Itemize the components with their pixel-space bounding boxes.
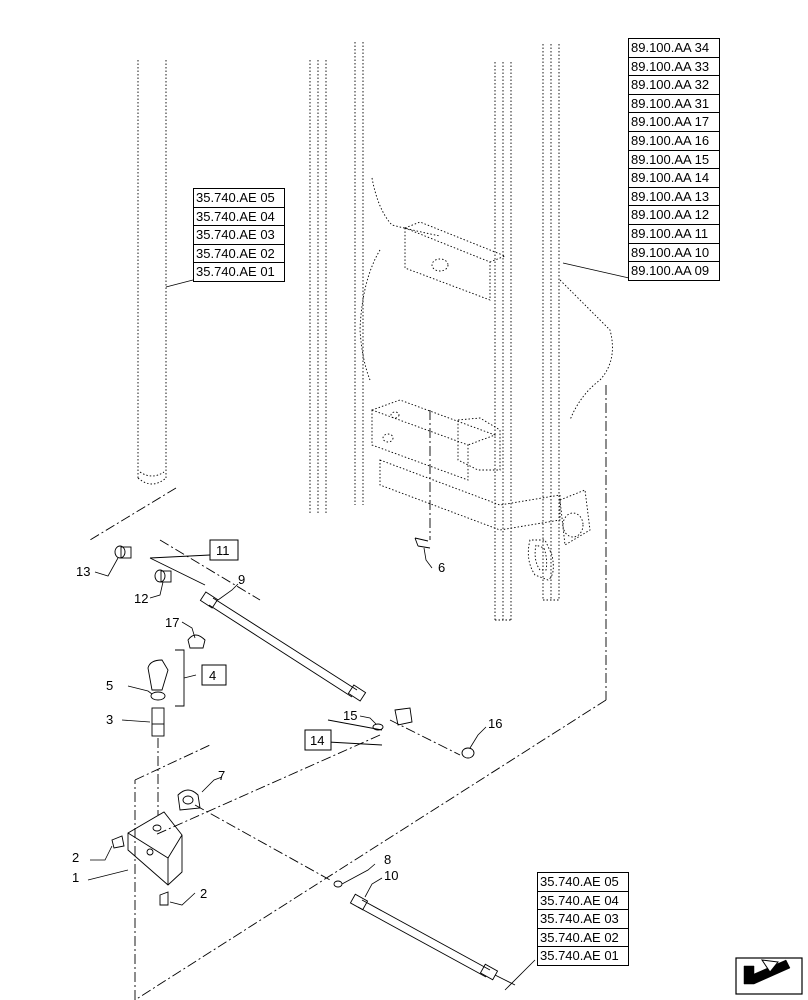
arrow-icon[interactable]	[735, 957, 803, 995]
reference-link[interactable]: 89.100.AA 34	[629, 39, 719, 58]
bracket-4	[175, 649, 185, 707]
reference-link[interactable]: 89.100.AA 17	[629, 113, 719, 132]
bolt-6	[414, 537, 431, 549]
reference-link[interactable]: 89.100.AA 10	[629, 244, 719, 263]
fitting-13	[114, 545, 132, 559]
fitting-17	[187, 634, 206, 649]
phantom-lines	[89, 385, 607, 1000]
washer-8	[333, 880, 343, 888]
callout-9: 9	[238, 572, 245, 587]
callout-2-lower: 2	[200, 886, 207, 901]
callout-11: 11	[216, 543, 230, 558]
reference-link[interactable]: 89.100.AA 09	[631, 263, 710, 279]
reference-link[interactable]: 89.100.AA 33	[629, 58, 719, 77]
reference-link[interactable]: 35.740.AE 05	[538, 873, 628, 892]
cap-16	[461, 747, 475, 759]
callout-14: 14	[310, 733, 324, 748]
reference-link[interactable]: 35.740.AE 01	[196, 264, 275, 280]
reference-link[interactable]: 89.100.AA 12	[629, 206, 719, 225]
callout-4: 4	[209, 668, 216, 683]
reference-link[interactable]: 89.100.AA 11	[629, 225, 719, 244]
valve-block-1	[111, 811, 183, 906]
callout-8: 8	[384, 852, 391, 867]
callout-16: 16	[488, 716, 502, 731]
washer-5	[150, 691, 166, 701]
mast-frame	[309, 42, 613, 621]
reference-link[interactable]: 89.100.AA 16	[629, 132, 719, 151]
callout-17: 17	[165, 615, 179, 630]
reference-link[interactable]: 89.100.AA 31	[629, 95, 719, 114]
fitting-12	[154, 569, 172, 583]
leader-lines	[87, 262, 630, 991]
elbow-4	[147, 659, 169, 691]
reference-link[interactable]: 35.740.AE 01	[540, 948, 619, 964]
reference-link[interactable]: 35.740.AE 04	[538, 892, 628, 911]
reference-link[interactable]: 35.740.AE 02	[194, 245, 284, 264]
reference-link[interactable]: 35.740.AE 03	[194, 226, 284, 245]
reference-link[interactable]: 89.100.AA 32	[629, 76, 719, 95]
callout-3: 3	[106, 712, 113, 727]
clamp-7	[177, 789, 201, 811]
callout-10: 10	[384, 868, 398, 883]
callout-7: 7	[218, 768, 225, 783]
left-cylinder-tube	[137, 60, 167, 485]
callout-box-4	[201, 664, 227, 686]
hose-9	[199, 591, 367, 702]
callout-15: 15	[343, 708, 357, 723]
hose-10	[349, 893, 516, 986]
reference-link[interactable]: 35.740.AE 02	[538, 929, 628, 948]
tee-fitting	[394, 707, 413, 726]
callout-1: 1	[72, 870, 79, 885]
washer-15	[372, 723, 384, 731]
callout-5: 5	[106, 678, 113, 693]
reference-link[interactable]: 35.740.AE 05	[194, 189, 284, 208]
reference-link[interactable]: 89.100.AA 15	[629, 151, 719, 170]
reference-link[interactable]: 35.740.AE 04	[194, 208, 284, 227]
callout-12: 12	[134, 591, 148, 606]
callout-box-11	[209, 539, 239, 561]
callout-6: 6	[438, 560, 445, 575]
reference-link[interactable]: 89.100.AA 13	[629, 188, 719, 207]
callout-13: 13	[76, 564, 90, 579]
nipple-3	[151, 707, 165, 737]
reference-link[interactable]: 89.100.AA 14	[629, 169, 719, 188]
callout-box-14	[304, 729, 332, 751]
reference-link[interactable]: 35.740.AE 03	[538, 910, 628, 929]
callout-2-upper: 2	[72, 850, 79, 865]
